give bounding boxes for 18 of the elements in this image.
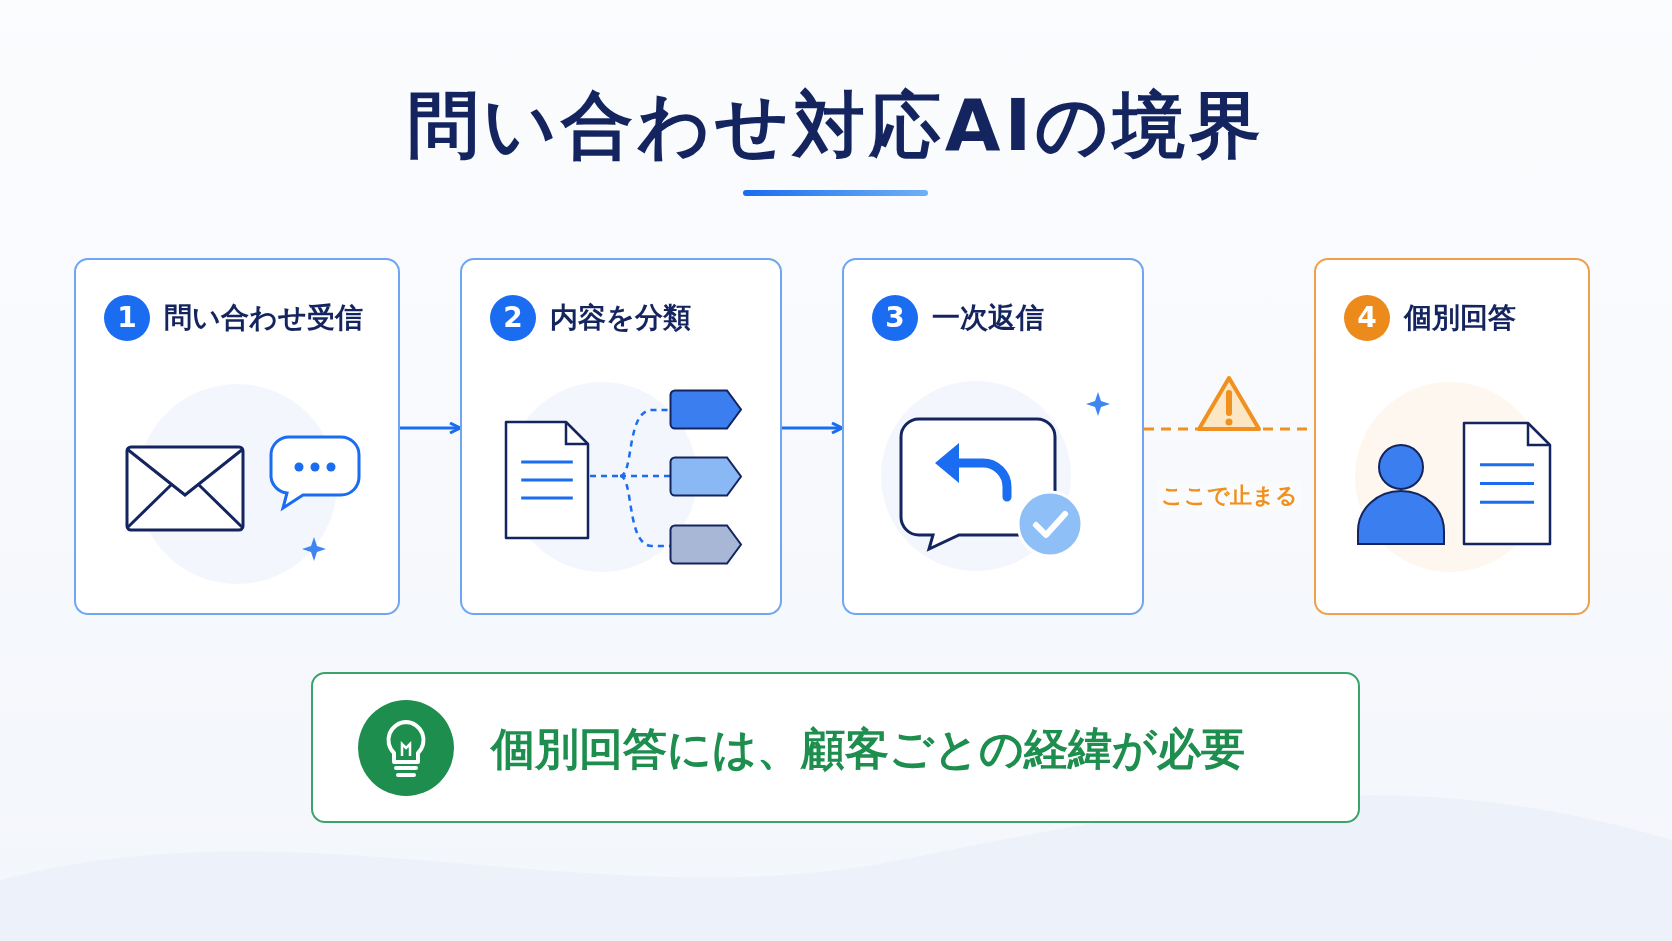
note-text: 個別回答には、顧客ごとの経緯が必要 (491, 722, 1245, 776)
step-card (842, 258, 1144, 615)
step-number: 1 (104, 295, 150, 341)
step-title: 一次返信 (932, 300, 1044, 336)
arrow (400, 421, 462, 435)
edge-label: ここで止まる (1157, 481, 1301, 511)
step-number: 2 (490, 295, 536, 341)
step-number: 4 (1344, 295, 1390, 341)
step-card (1314, 258, 1590, 615)
note-box (311, 672, 1360, 823)
step-number: 3 (872, 295, 918, 341)
step-card (460, 258, 782, 615)
step-card (74, 258, 400, 615)
step-title: 問い合わせ受信 (164, 300, 363, 336)
step-title: 個別回答 (1404, 300, 1516, 336)
step-title: 内容を分類 (550, 300, 691, 336)
arrow (782, 421, 844, 435)
title: 問い合わせ対応AIの境界 (405, 82, 1267, 169)
